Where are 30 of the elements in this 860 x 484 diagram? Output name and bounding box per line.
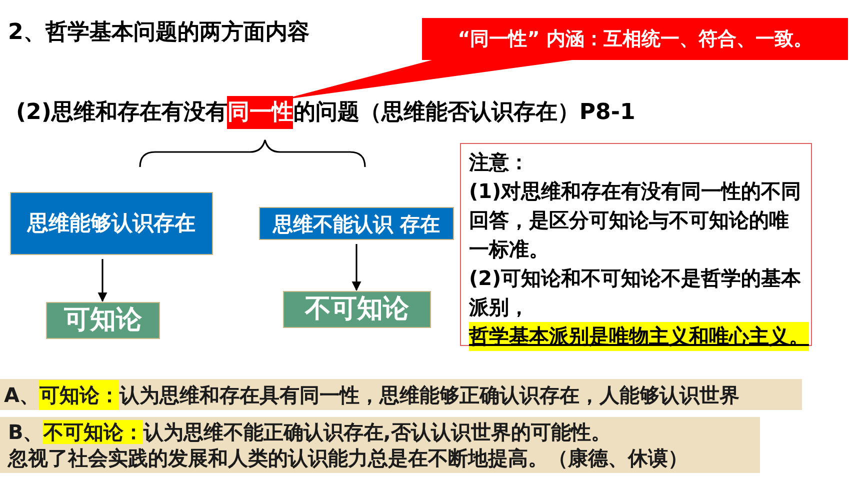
body-text: B、	[8, 420, 44, 444]
definition-band	[0, 417, 760, 473]
title-text: 2、哲学基本问题的两方面内容	[8, 18, 310, 47]
highlighted-text: 可知论：	[39, 380, 120, 410]
callout-box	[422, 18, 848, 60]
box-label: 思维能够认识存在	[28, 210, 196, 237]
body-text: (2)思维和存在有没有	[16, 99, 228, 127]
result-box	[283, 291, 431, 328]
body-text: 忽视了社会实践的发展和人类的认识能力总是在不断地提高。（康德、休谟）	[8, 445, 689, 471]
box-label: “同一性” 内涵：互相统一、符合、一致。	[458, 26, 812, 52]
body-text: (2)可知论和不可知论不是哲学的基本派别，	[469, 265, 802, 321]
body-text: A、	[4, 382, 40, 408]
highlighted-text: 哲学基本派别是唯物主义和唯心主义。	[469, 322, 809, 351]
note-heading: 注意：	[469, 149, 530, 176]
arrow	[352, 244, 362, 291]
question-text	[16, 96, 636, 129]
highlighted-text: 同一性	[227, 96, 294, 129]
result-box	[46, 302, 160, 339]
body-text: 认为思维不能正确认识存在,否认认识世界的可能性。	[143, 420, 611, 444]
box-label: 可知论	[64, 304, 142, 337]
process-box	[259, 207, 454, 240]
definition-band	[0, 379, 802, 410]
body-text: 认为思维和存在具有同一性，思维能够正确认识存在，人能够认识世界	[119, 382, 740, 408]
box-label: 思维不能认识 存在	[273, 210, 440, 238]
highlighted-text: 不可知论：	[43, 420, 144, 444]
process-box	[10, 192, 213, 255]
body-text: 的问题（思维能否认识存在）P8-1	[293, 99, 636, 127]
arrow	[98, 259, 108, 302]
body-text: (1)对思维和存在有没有同一性的不同回答，是区分可知论与不可知论的唯一标准。	[469, 178, 802, 263]
box-label: 不可知论	[305, 293, 409, 326]
